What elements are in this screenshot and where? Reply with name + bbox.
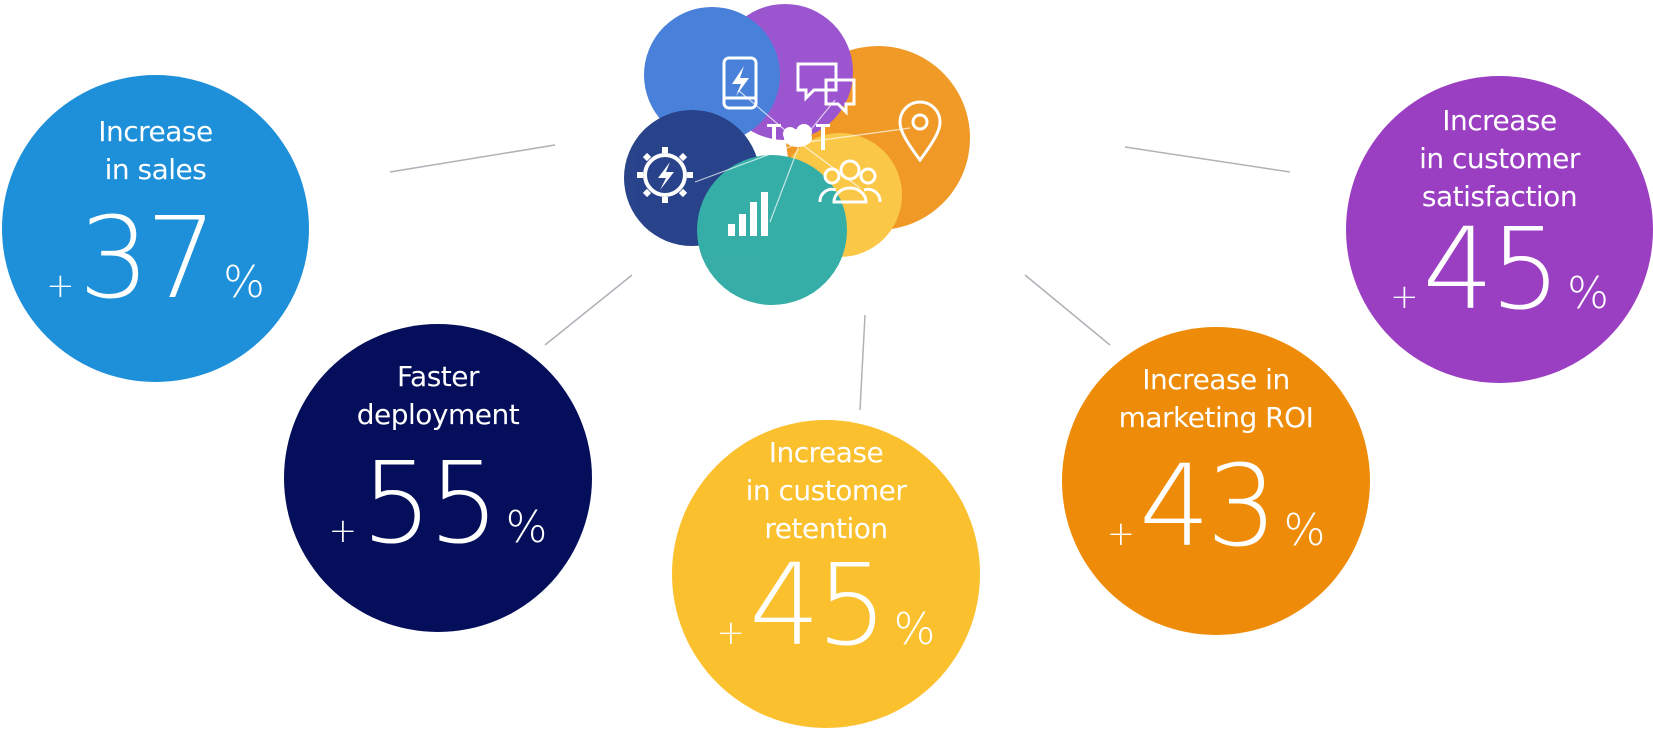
stat-label-line: satisfaction: [1421, 180, 1578, 213]
stat-label-line: in customer: [1419, 142, 1580, 175]
iot-logo: [767, 124, 830, 150]
connector-deployment: [544, 274, 633, 346]
stat-label-line: Increase: [768, 436, 884, 469]
bar-chart-icon: [728, 192, 768, 236]
stat-unit: %: [223, 257, 265, 308]
stat-label-line: Increase in: [1142, 363, 1290, 396]
stat-label-line: in customer: [745, 474, 907, 507]
chat-bubbles-icon: [796, 62, 856, 116]
stat-label-line: deployment: [356, 398, 520, 431]
stat-unit: %: [893, 604, 936, 655]
stat-unit: %: [1283, 505, 1326, 556]
gear-lightning-icon: [637, 147, 693, 203]
stat-value: 55: [361, 439, 500, 569]
stat-label-line: Increase: [98, 115, 213, 148]
people-group-icon: [818, 159, 882, 204]
connector-marketing: [1024, 274, 1111, 346]
stat-label-line: Increase: [1442, 104, 1557, 137]
stat-circle-deployment: Faster deployment + 55 %: [284, 324, 592, 632]
stat-value: 45: [749, 541, 888, 671]
stat-value: 45: [1422, 205, 1562, 335]
stat-label-line: marketing ROI: [1118, 401, 1314, 434]
stat-circle-sales: Increase in sales + 37 %: [2, 75, 309, 382]
stat-value: 37: [78, 194, 218, 324]
stat-value: 43: [1139, 442, 1278, 572]
stat-sign: +: [1390, 277, 1419, 317]
mobile-lightning-icon: [722, 56, 758, 110]
stat-sign: +: [1106, 514, 1136, 554]
stat-circle-satisfaction: Increase in customer satisfaction + 45 %: [1346, 76, 1653, 383]
connector-satisfaction: [1124, 146, 1291, 173]
stat-sign: +: [716, 613, 746, 653]
stat-sign: +: [46, 266, 75, 306]
location-pin-icon: [898, 100, 942, 163]
iot-cloud-graphic: [624, 4, 970, 305]
connector-retention: [859, 314, 866, 411]
connector-sales: [389, 144, 556, 173]
stat-unit: %: [505, 502, 548, 553]
stat-label-line: retention: [764, 512, 888, 545]
stat-circle-marketing: Increase in marketing ROI + 43 %: [1062, 327, 1370, 635]
stat-unit: %: [1567, 268, 1609, 319]
stat-sign: +: [328, 511, 358, 551]
stat-label-line: Faster: [397, 360, 480, 393]
stat-circle-retention: Increase in customer retention + 45 %: [672, 420, 980, 728]
stat-label-line: in sales: [104, 153, 207, 186]
